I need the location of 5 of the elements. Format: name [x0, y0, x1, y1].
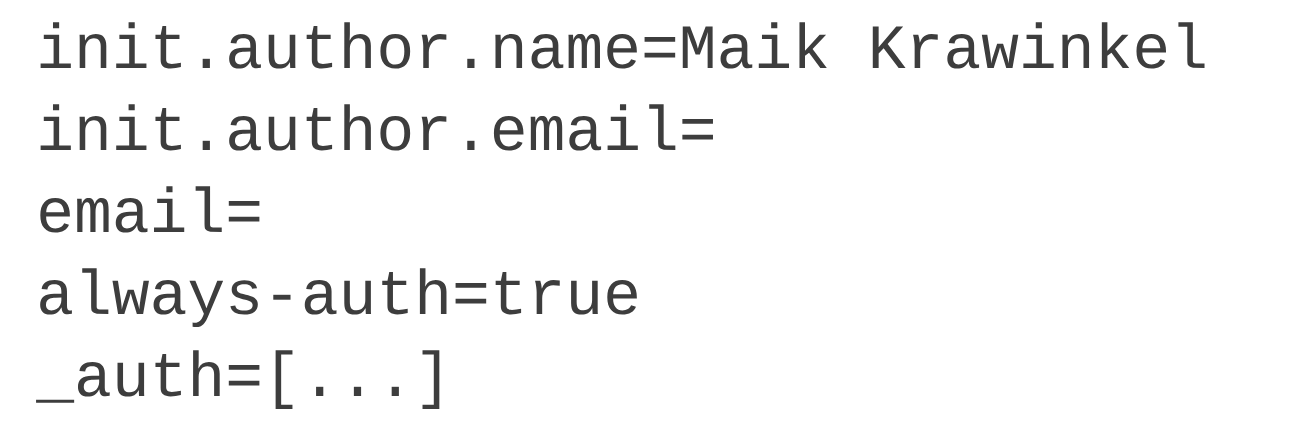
- code-line: always-auth=true: [40, 268, 637, 328]
- code-line: _auth=[...]: [36, 350, 440, 410]
- code-line: email=: [40, 186, 260, 233]
- code-line: init.author.email=: [40, 104, 713, 151]
- code-line: init.author.name=Maik Krawinkel: [40, 22, 1205, 69]
